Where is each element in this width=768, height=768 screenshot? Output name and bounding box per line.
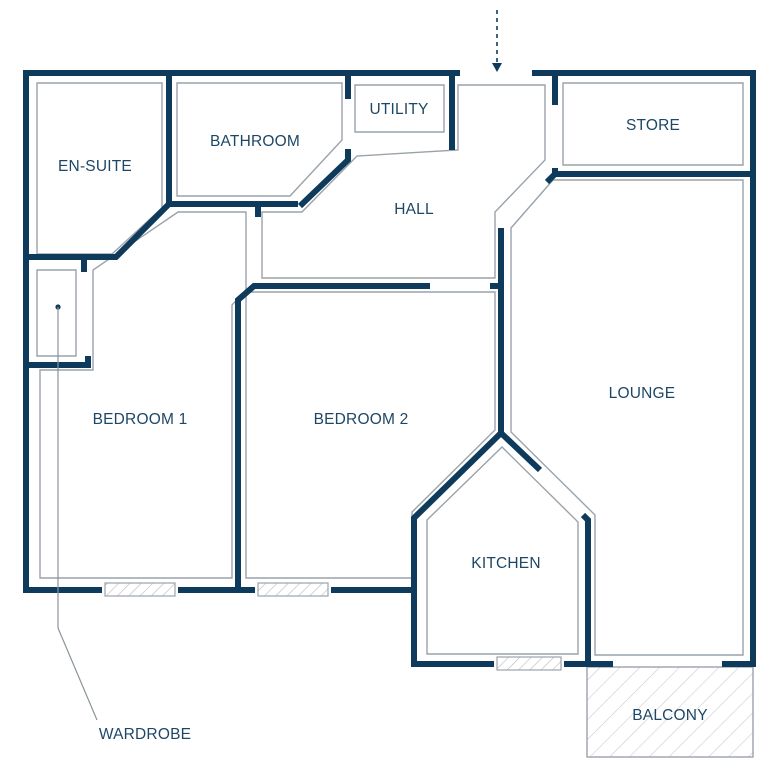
- utility-outline: [354, 84, 445, 133]
- hall-outline: [261, 84, 546, 279]
- wardrobe-outline: [36, 269, 77, 357]
- bedroom-2-outline: [245, 291, 496, 579]
- en-suite-outline: [36, 82, 163, 255]
- room-label-store: STORE: [626, 117, 680, 134]
- room-label-kitchen: KITCHEN: [471, 555, 540, 572]
- room-label-hall: HALL: [394, 201, 434, 218]
- room-label-en-suite: EN-SUITE: [58, 158, 132, 175]
- kitchen-outline: [426, 446, 579, 655]
- window-bedroom-1: [104, 582, 176, 597]
- balcony-area: [586, 666, 754, 758]
- room-label-utility: UTILITY: [369, 101, 428, 118]
- room-label-bathroom: BATHROOM: [210, 133, 300, 150]
- room-label-lounge: LOUNGE: [609, 385, 676, 402]
- inner-outlines: [36, 82, 744, 656]
- bathroom-outline: [176, 82, 343, 197]
- wardrobe-leader: [55, 304, 98, 721]
- walls: [23, 70, 756, 667]
- store-outline: [562, 82, 744, 166]
- room-label-bedroom-1: BEDROOM 1: [93, 411, 188, 428]
- bedroom-1-outline: [39, 211, 247, 579]
- wardrobe-annotation: WARDROBE: [99, 726, 191, 743]
- room-label-bedroom-2: BEDROOM 2: [314, 411, 409, 428]
- lounge-outline: [510, 179, 744, 656]
- dashed-arrow-down-icon: [492, 10, 502, 72]
- window-bedroom-2: [257, 582, 329, 597]
- window-kitchen: [496, 656, 562, 671]
- room-label-balcony: BALCONY: [632, 707, 707, 724]
